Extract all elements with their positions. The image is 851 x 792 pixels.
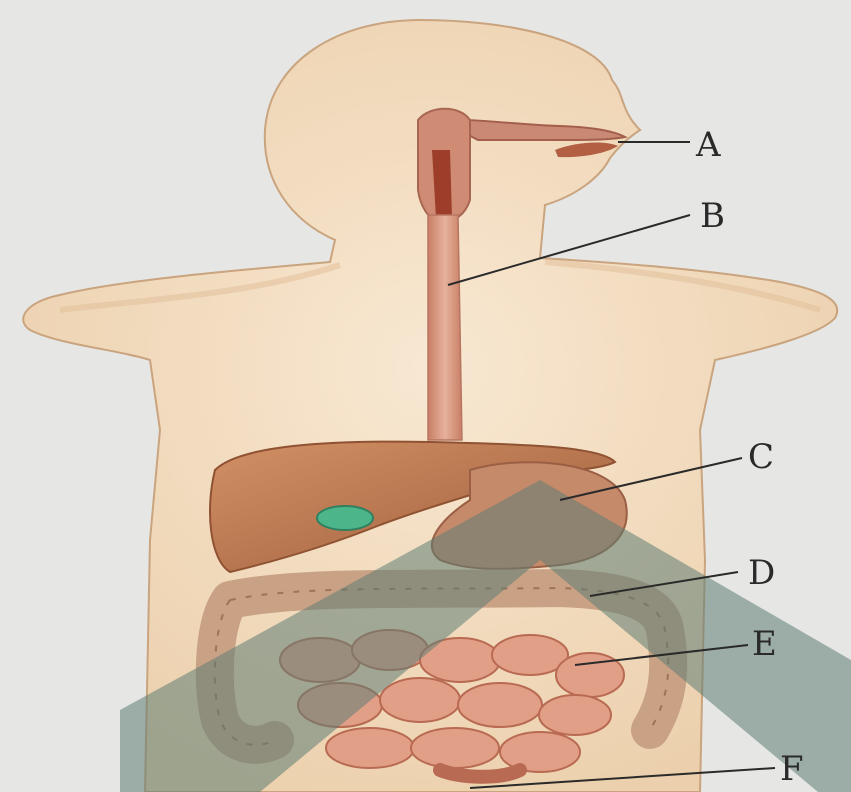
label-a: A bbox=[695, 125, 722, 165]
rectum bbox=[440, 770, 520, 777]
label-c: C bbox=[748, 437, 775, 477]
label-e: E bbox=[752, 624, 778, 664]
label-f: F bbox=[780, 749, 805, 789]
esophagus bbox=[428, 215, 462, 440]
label-d: D bbox=[748, 553, 776, 593]
label-b: B bbox=[700, 196, 726, 236]
gallbladder bbox=[317, 506, 373, 530]
